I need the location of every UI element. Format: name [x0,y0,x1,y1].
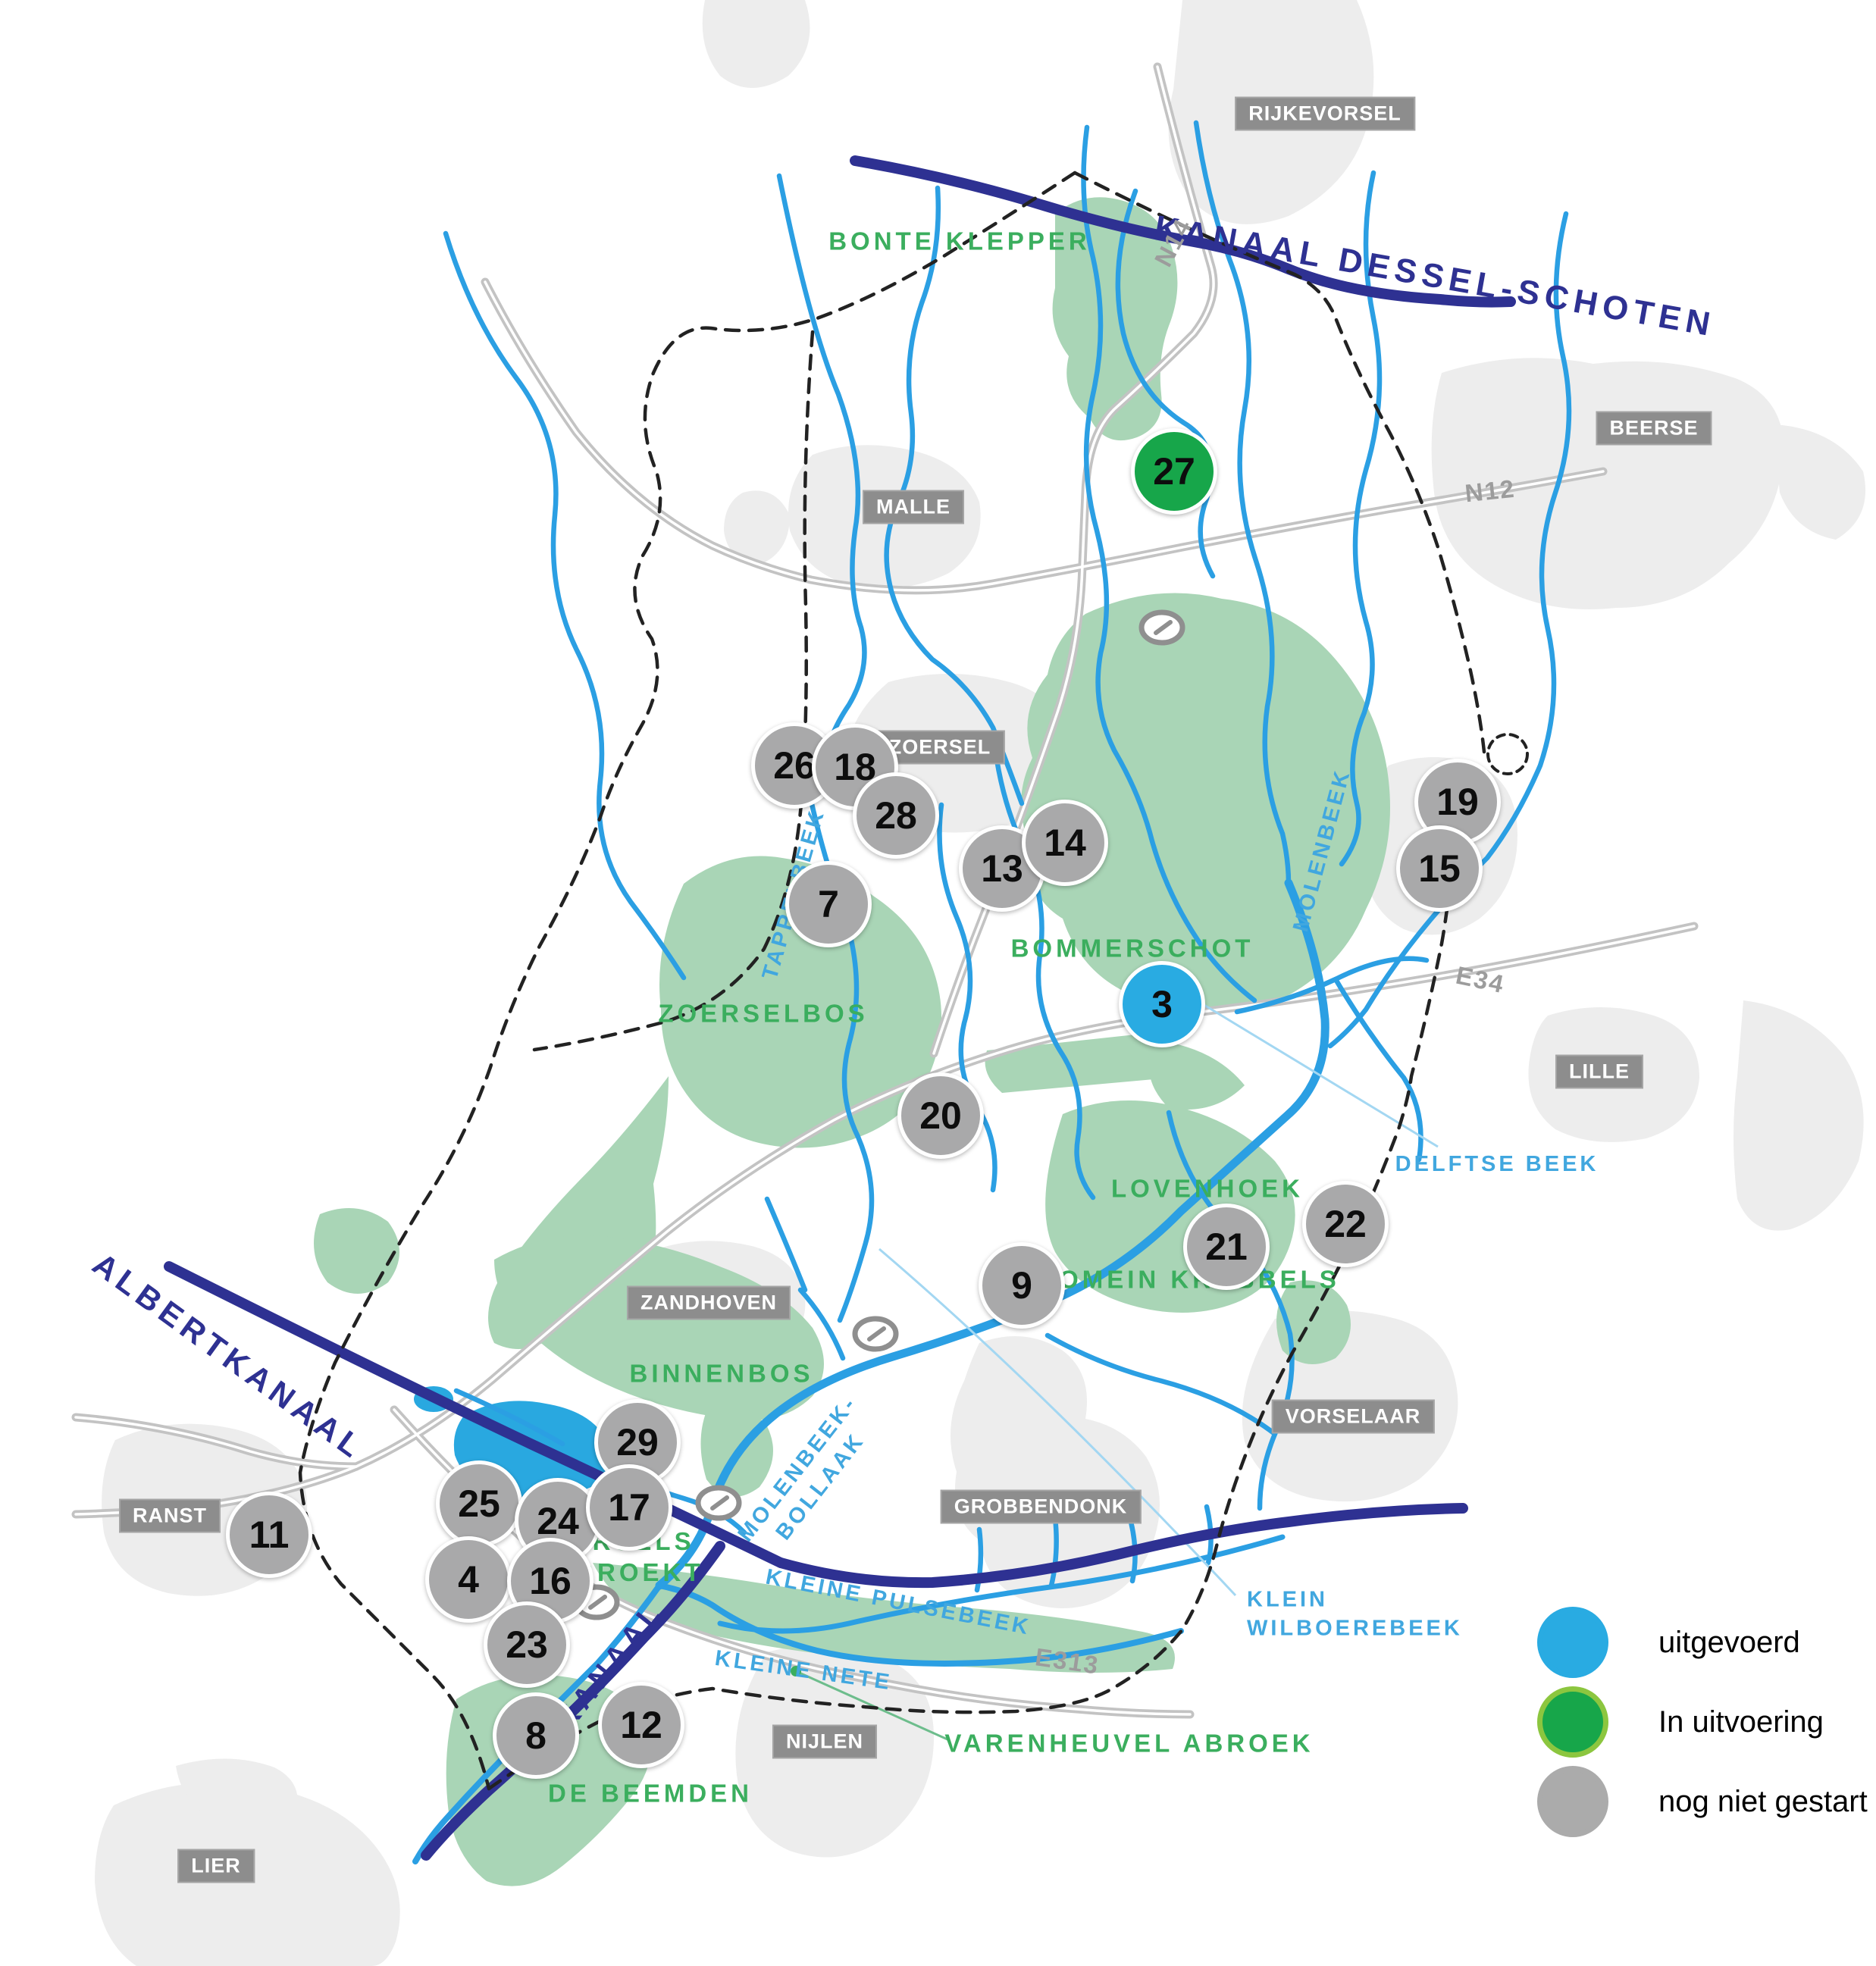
project-marker-17[interactable]: 17 [586,1464,672,1551]
project-marker-number: 24 [537,1500,579,1542]
project-marker-number: 12 [620,1704,662,1746]
project-marker-4[interactable]: 4 [425,1536,512,1623]
project-marker-22[interactable]: 22 [1302,1181,1389,1267]
legend-item-nog-niet-gestart: nog niet gestart [1537,1766,1868,1837]
project-marker-number: 29 [616,1421,659,1464]
project-marker-11[interactable]: 11 [226,1492,312,1578]
town-label-rijkevorsel: RIJKEVORSEL [1235,96,1415,131]
netekanaal-east-line [775,1503,1468,1589]
project-marker-number: 23 [506,1623,548,1666]
project-marker-25[interactable]: 25 [436,1460,522,1547]
project-marker-number: 27 [1153,450,1195,493]
project-marker-number: 22 [1324,1203,1367,1245]
project-marker-12[interactable]: 12 [598,1682,684,1768]
project-marker-8[interactable]: 8 [493,1692,579,1779]
town-label-malle: MALLE [863,490,964,524]
project-marker-number: 9 [1011,1264,1032,1307]
town-label-beerse: BEERSE [1596,411,1712,446]
town-label-zandhoven: ZANDHOVEN [626,1285,791,1320]
project-marker-number: 11 [249,1514,290,1556]
legend-item-uitgevoerd: uitgevoerd [1537,1607,1800,1678]
project-marker-3[interactable]: 3 [1119,961,1205,1047]
project-marker-28[interactable]: 28 [853,772,939,859]
kanaal-dessel-schoten-line [850,155,1516,308]
town-label-lier: LIER [177,1849,255,1883]
weir-icons [573,609,1185,1620]
project-marker-number: 15 [1418,847,1461,890]
project-marker-27[interactable]: 27 [1131,428,1217,515]
project-marker-20[interactable]: 20 [897,1072,984,1159]
project-marker-number: 17 [608,1486,650,1529]
project-marker-number: 3 [1151,983,1173,1025]
town-label-nijlen: NIJLEN [772,1724,878,1759]
project-marker-number: 14 [1044,822,1086,864]
project-marker-7[interactable]: 7 [785,861,872,947]
project-marker-14[interactable]: 14 [1022,800,1108,886]
legend-swatch-uitgevoerd [1537,1607,1608,1678]
project-marker-9[interactable]: 9 [979,1242,1065,1329]
project-marker-number: 19 [1436,781,1479,823]
project-marker-number: 26 [773,744,816,787]
project-marker-number: 25 [458,1482,500,1525]
legend-swatch-in_uitvoering [1537,1686,1608,1758]
project-marker-number: 7 [818,883,839,925]
project-marker-number: 28 [875,794,917,837]
project-marker-number: 21 [1205,1226,1248,1268]
project-marker-number: 13 [981,847,1023,890]
project-marker-number: 20 [919,1094,962,1137]
project-marker-23[interactable]: 23 [484,1601,570,1688]
town-label-grobbendonk: GROBBENDONK [940,1489,1142,1524]
project-marker-15[interactable]: 15 [1396,825,1483,912]
legend-item-in-uitvoering: In uitvoering [1537,1686,1824,1758]
town-label-vorselaar: VORSELAAR [1271,1399,1435,1434]
town-label-lille: LILLE [1555,1054,1643,1089]
delftse-beek-leader [1198,1000,1439,1148]
project-marker-number: 16 [529,1560,572,1602]
town-label-ranst: RANST [119,1498,221,1533]
legend-label: In uitvoering [1658,1705,1824,1739]
nature-area-shapes [314,197,1390,1886]
project-marker-number: 4 [458,1558,479,1601]
varenheuvel-leader-dot [791,1666,801,1676]
project-marker-number: 8 [525,1714,547,1757]
legend-swatch-nog_niet_gestart [1537,1766,1608,1837]
albertkanaal-line [164,1261,786,1568]
project-marker-21[interactable]: 21 [1183,1204,1270,1290]
legend-label: nog niet gestart [1658,1784,1868,1818]
project-marker-number: 18 [834,746,876,788]
varenheuvel-leader [795,1670,948,1741]
legend-label: uitgevoerd [1658,1625,1800,1659]
catchment-boundary [298,171,1529,1791]
